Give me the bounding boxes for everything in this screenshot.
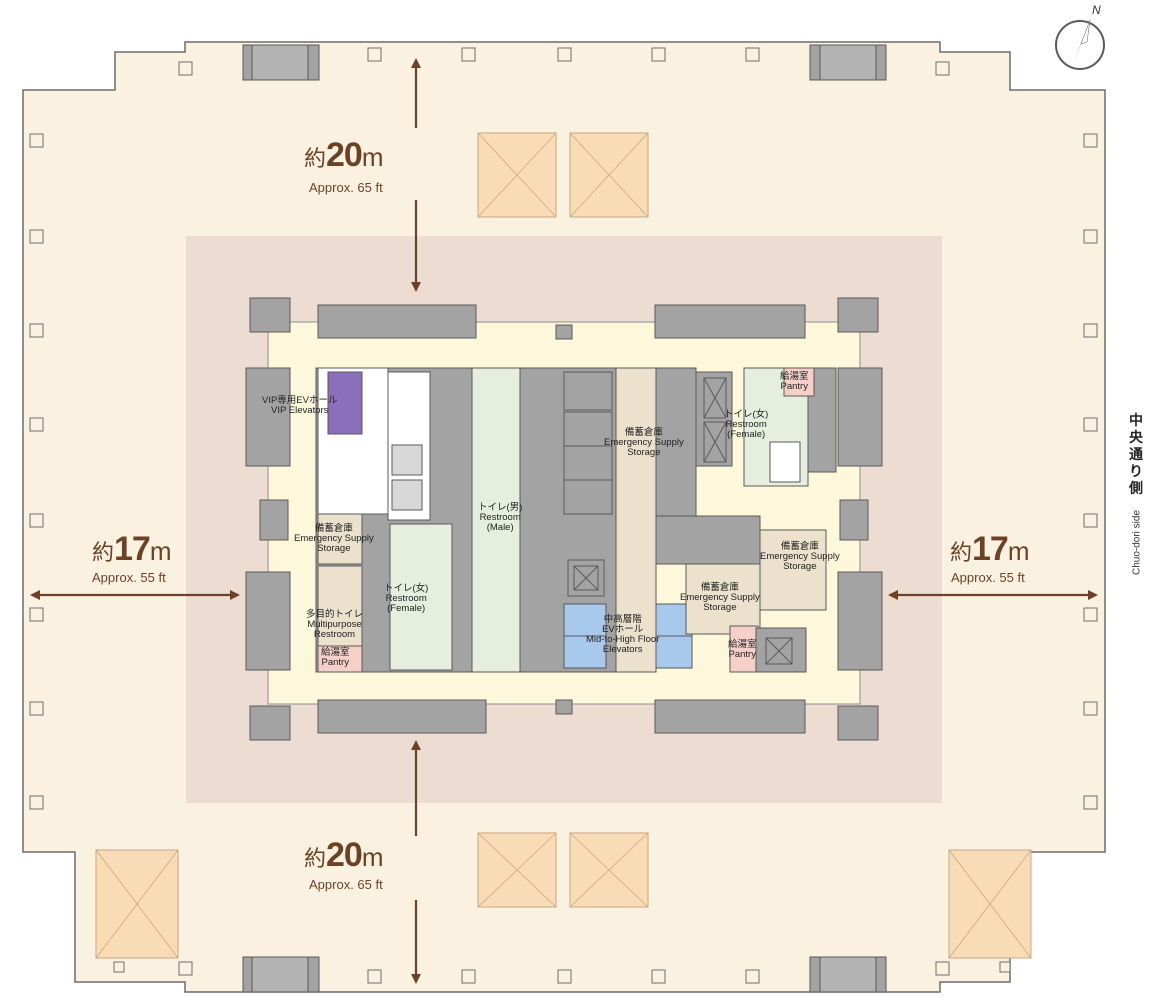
shaft-x-marks <box>573 377 793 665</box>
skylight-cross-lines <box>95 132 1032 959</box>
room-restroom-female-right: トイレ(女)Restroom(Female) <box>724 409 769 440</box>
dimension-bottom-approx: Approx. 65 ft <box>309 877 383 892</box>
dimension-arrows <box>30 58 1098 984</box>
core-outer-blocks <box>245 297 883 741</box>
dimension-right-approx: Approx. 55 ft <box>951 570 1025 585</box>
dimension-bottom-label: 約20m <box>304 836 384 874</box>
core-interior <box>315 367 837 673</box>
perimeter-columns <box>29 47 1098 984</box>
dimension-top-approx: Approx. 65 ft <box>309 180 383 195</box>
north-arrow-icon: N <box>1055 3 1105 70</box>
dimension-left-approx: Approx. 55 ft <box>92 570 166 585</box>
side-label-jp: 中央通り側 <box>1129 412 1143 496</box>
perimeter-structures <box>242 44 887 993</box>
compass-label: N <box>1092 3 1101 17</box>
dimension-top-label: 約20m <box>304 136 384 174</box>
room-restroom-female-left: トイレ(女)Restroom(Female) <box>384 583 429 614</box>
dimension-right-label: 約17m <box>950 530 1030 568</box>
room-restroom-male: トイレ(男)Restroom(Male) <box>478 502 523 533</box>
side-label-en: Chuo-dori side <box>1131 509 1143 576</box>
dimension-left-label: 約17m <box>92 530 172 568</box>
